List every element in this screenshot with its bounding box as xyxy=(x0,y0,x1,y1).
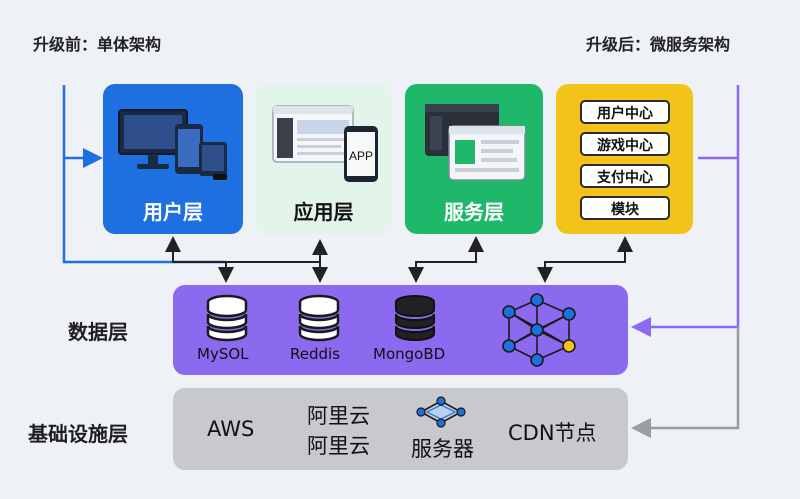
db-redis-label: Reddis xyxy=(290,345,341,363)
infra-aws: AWS xyxy=(207,417,255,441)
database-icon xyxy=(206,294,248,342)
browser-windows-icon xyxy=(425,104,526,181)
infra-aliyun-2: 阿里云 xyxy=(307,434,370,458)
infra-server: 服务器 xyxy=(411,437,474,461)
before-caption: 升级前：单体架构 xyxy=(33,35,162,54)
card-to-data-arrows xyxy=(165,236,633,283)
desktop-phone-tablet-icon xyxy=(118,109,227,180)
user-layer-card: 用户层 xyxy=(103,84,243,234)
database-icon xyxy=(395,295,435,341)
after-caption: 升级后：微服务架构 xyxy=(586,35,731,54)
module-payment-center[interactable]: 支付中心 xyxy=(580,164,670,188)
server-network-icon xyxy=(416,396,466,428)
database-icon xyxy=(298,294,340,342)
infra-aliyun-1: 阿里云 xyxy=(307,404,370,428)
db-mongodb-label: MongoBD xyxy=(373,345,446,363)
app-layer-card: APP 应用层 xyxy=(255,84,392,234)
db-mysql-label: MySOL xyxy=(197,345,249,363)
microservice-modules-card: 用户中心 游戏中心 支付中心 模块 xyxy=(556,84,693,234)
data-layer-label: 数据层 xyxy=(68,320,128,344)
infra-layer-label: 基础设施层 xyxy=(28,422,128,446)
module-user-center[interactable]: 用户中心 xyxy=(580,100,670,124)
module-game-center[interactable]: 游戏中心 xyxy=(580,132,670,156)
user-layer-title: 用户层 xyxy=(143,200,203,224)
app-layer-title: 应用层 xyxy=(293,200,354,224)
service-layer-card: 服务层 xyxy=(405,84,543,234)
module-generic[interactable]: 模块 xyxy=(580,196,670,220)
infra-cdn: CDN节点 xyxy=(508,421,597,445)
data-layer-band: MySOL Reddis MongoBD xyxy=(173,285,628,375)
infra-layer-band: AWS 阿里云 阿里云 服务器 CDN节点 xyxy=(173,388,628,470)
network-mesh-icon xyxy=(502,293,576,367)
service-layer-title: 服务层 xyxy=(444,200,504,224)
app-badge: APP xyxy=(349,149,373,163)
browser-window-phone-icon: APP xyxy=(272,105,378,182)
right-connector-lower xyxy=(631,327,740,438)
